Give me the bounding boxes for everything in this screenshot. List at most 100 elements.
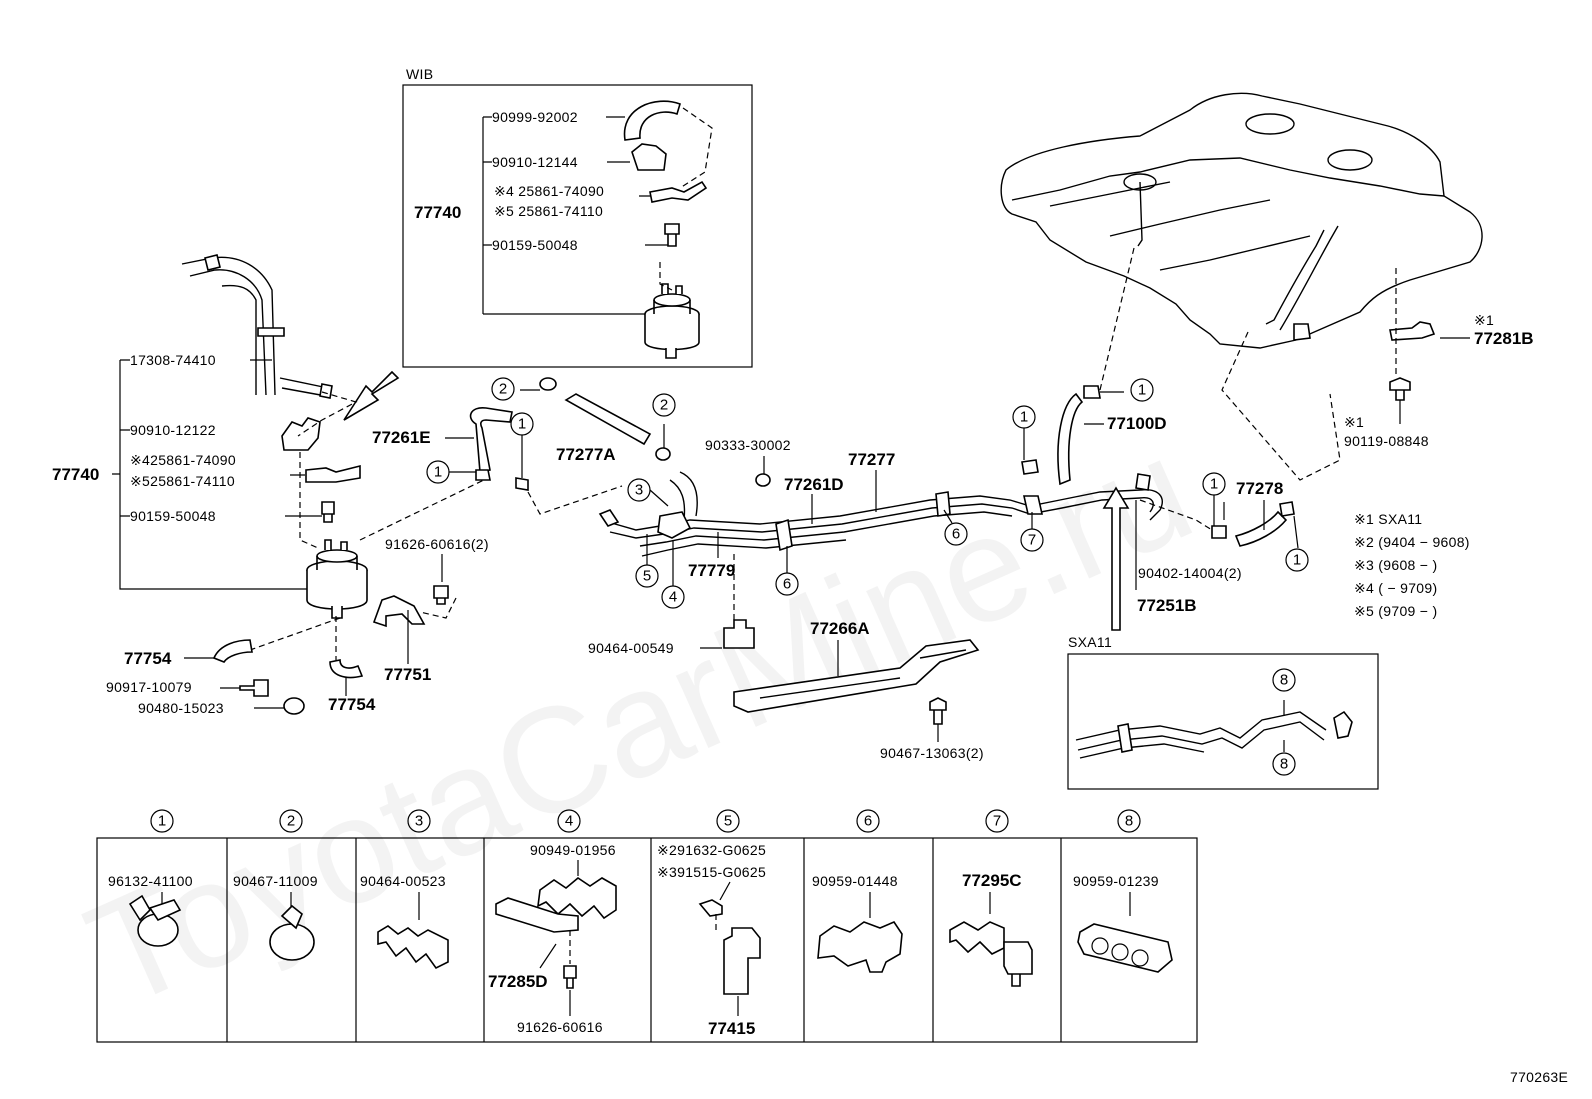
wib-part-4: ※5 25861-74110 [494, 203, 603, 219]
callouts: 2 2 1 1 3 5 4 6 6 7 1 1 1 1 8 8 [426, 377, 1309, 776]
svg-text:5: 5 [643, 568, 651, 585]
svg-text:2: 2 [660, 397, 668, 414]
label-90480: 90480-15023 [138, 700, 224, 716]
callout-1-f: 1 [1285, 548, 1309, 572]
bolt-90119 [1389, 377, 1411, 401]
bracket-77281B [1389, 321, 1436, 341]
label-77277: 77277 [848, 450, 895, 469]
clip-1e [1211, 525, 1227, 539]
callout-1-d: 1 [1130, 378, 1154, 402]
wib-part-5: 90159-50048 [492, 237, 578, 253]
table-col-3: 3 90464-00523 [360, 809, 449, 970]
label-77754-b: 77754 [328, 695, 376, 714]
table-part-77415: 77415 [708, 1019, 755, 1038]
center-hoses: 77261E 77277A 90333-30002 [372, 377, 791, 515]
sxa11-inset: SXA11 [1067, 634, 1379, 790]
callout-8-b: 8 [1272, 752, 1296, 776]
label-77754-a: 77754 [124, 649, 172, 668]
label-77278: 77278 [1236, 479, 1283, 498]
left-bracket [305, 464, 361, 483]
clip-1a [475, 469, 491, 481]
hose-77277A [564, 393, 652, 446]
clip-6a [775, 518, 793, 552]
wib-part-1: 90999-92002 [492, 109, 578, 125]
svg-text:8: 8 [1280, 756, 1288, 773]
left-pipe-bundle [181, 254, 333, 399]
clip-2b [655, 447, 671, 461]
clip-1b [515, 477, 529, 491]
hose-77100D [1057, 392, 1084, 486]
sxa11-title: SXA11 [1068, 634, 1112, 650]
mounting-plate-77266A: 77266A 90467-13063(2) [733, 619, 984, 761]
grommet-90333 [755, 473, 771, 487]
legend-3: ※3 (9608 − ) [1354, 557, 1437, 573]
label-77266A: 77266A [810, 619, 870, 638]
bolt-91626 [433, 585, 449, 605]
table-part-91626-60616: 91626-60616 [517, 1019, 603, 1035]
table-part-91632: ※291632-G0625 [657, 842, 766, 858]
left-part-5: 90159-50048 [130, 508, 216, 524]
svg-text:1: 1 [518, 416, 526, 433]
label-77261D: 77261D [784, 475, 844, 494]
main-fuel-lines: 77277 77261D 77779 90464-00549 [588, 450, 1163, 656]
svg-text:6: 6 [952, 526, 960, 543]
left-part-2: 90910-12122 [130, 422, 216, 438]
table-part-90959-01448: 90959-01448 [812, 873, 898, 889]
table-part-77295C: 77295C [962, 871, 1022, 890]
label-77261E: 77261E [372, 428, 431, 447]
label-90333: 90333-30002 [705, 437, 791, 453]
right-parts: 77100D 77278 90402-14004(2) 77251B ※1 77… [1021, 247, 1534, 631]
callout-4: 4 [661, 585, 685, 609]
clip-1c [1083, 385, 1101, 399]
legend-5: ※5 (9709 − ) [1354, 603, 1437, 619]
svg-text:1: 1 [1293, 552, 1301, 569]
table-part-90464-00523: 90464-00523 [360, 873, 446, 889]
label-91626: 91626-60616(2) [385, 536, 489, 552]
callout-5: 5 [635, 564, 659, 588]
svg-text:8: 8 [1280, 672, 1288, 689]
hose-77261E [469, 407, 513, 473]
label-77251B: 77251B [1137, 596, 1197, 615]
svg-text:6: 6 [783, 576, 791, 593]
left-part-1: 17308-74410 [130, 352, 216, 368]
direction-arrow [343, 370, 400, 421]
left-part-3: ※425861-74090 [130, 452, 236, 468]
label-77751: 77751 [384, 665, 431, 684]
clip-2a [539, 377, 557, 391]
fuel-tank [1000, 92, 1483, 349]
label-90402: 90402-14004(2) [1138, 565, 1242, 581]
table-col-2: 2 90467-11009 [233, 809, 317, 961]
legend-2: ※2 (9404 − 9608) [1354, 534, 1470, 550]
note-77281B: ※1 [1474, 312, 1494, 328]
callout-8-a: 8 [1272, 668, 1296, 692]
connector-90917 [239, 679, 269, 697]
wib-part-2: 90910-12144 [492, 154, 578, 170]
callout-1-b: 1 [426, 460, 450, 484]
clip-1d [1021, 459, 1039, 475]
svg-text:1: 1 [1138, 382, 1146, 399]
svg-text:3: 3 [635, 482, 643, 499]
lower-left-parts: 77754 90917-10079 90480-15023 77754 7775… [106, 536, 489, 716]
left-group-part: 77740 [52, 465, 99, 484]
table-col-7: 7 77295C [949, 809, 1033, 987]
left-part-4: ※525861-74110 [130, 473, 235, 489]
hose-77754-a [212, 639, 253, 663]
wib-inset: WIB 77740 90999-92002 90910-12144 ※4 258… [402, 66, 753, 368]
wib-title: WIB [406, 66, 433, 82]
svg-text:1: 1 [158, 813, 166, 830]
table-col-8: 8 90959-01239 [1073, 809, 1173, 973]
callout-6-b: 6 [944, 522, 968, 546]
note-90119: ※1 [1344, 414, 1364, 430]
label-77779: 77779 [688, 561, 735, 580]
svg-text:3: 3 [415, 813, 423, 830]
label-90467-13063: 90467-13063(2) [880, 745, 984, 761]
cap-90480 [283, 697, 305, 715]
clip-6b [935, 491, 951, 517]
svg-text:7: 7 [993, 813, 1001, 830]
hose-77754-b [329, 659, 364, 679]
callout-1-a: 1 [510, 412, 534, 436]
svg-text:5: 5 [724, 813, 732, 830]
svg-text:7: 7 [1028, 532, 1036, 549]
table-part-91515: ※391515-G0625 [657, 864, 766, 880]
svg-text:1: 1 [1210, 476, 1218, 493]
